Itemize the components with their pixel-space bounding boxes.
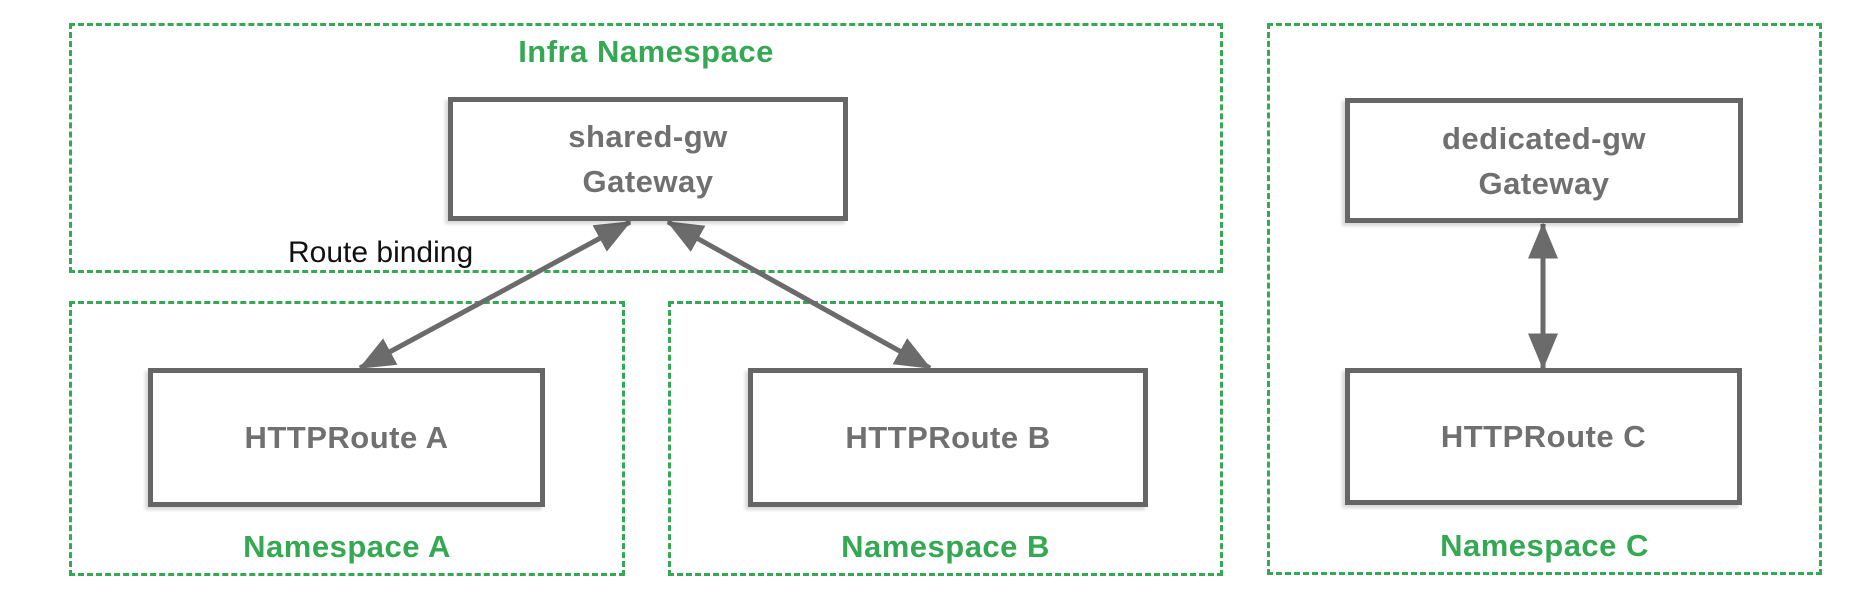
node-shared-gw-name: shared-gw [568, 119, 728, 154]
node-httproute-a: HTTPRoute A [148, 368, 545, 507]
node-httproute-c: HTTPRoute C [1345, 368, 1742, 505]
namespace-c-label: Namespace C [1440, 528, 1649, 563]
route-binding-annotation: Route binding [288, 236, 474, 269]
node-shared-gw-gateway: shared-gw Gateway [448, 97, 848, 221]
node-dedicated-gw-kind: Gateway [1478, 165, 1610, 201]
node-httproute-a-label: HTTPRoute A [244, 420, 449, 455]
node-httproute-b: HTTPRoute B [748, 368, 1148, 507]
node-dedicated-gw-name: dedicated-gw [1441, 120, 1647, 156]
namespace-b-box: Namespace B [668, 301, 1223, 576]
namespace-c-box: Namespace C [1267, 23, 1822, 575]
node-dedicated-gw-gateway: dedicated-gw Gateway [1345, 98, 1743, 223]
namespace-b-label: Namespace B [841, 529, 1050, 564]
namespace-a-box: Namespace A [69, 301, 625, 576]
node-httproute-c-label: HTTPRoute C [1440, 419, 1647, 454]
node-httproute-b-label: HTTPRoute B [845, 420, 1051, 455]
node-shared-gw-kind: Gateway [582, 164, 714, 199]
namespace-infra-title: Infra Namespace [518, 34, 774, 69]
namespace-infra-box: Infra Namespace [69, 23, 1223, 273]
namespace-a-label: Namespace A [243, 529, 451, 564]
